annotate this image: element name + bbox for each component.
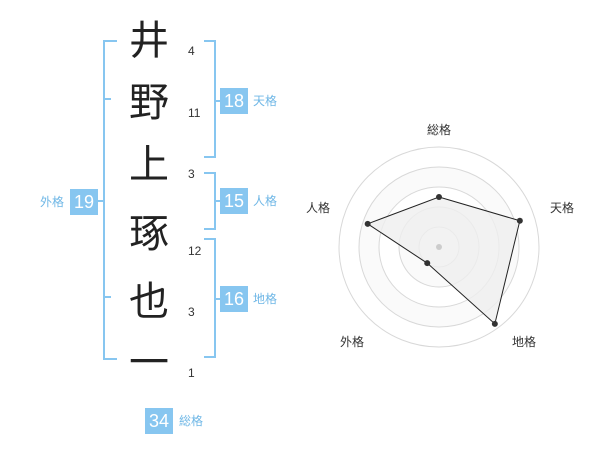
- radar-points: [364, 194, 523, 327]
- stroke-count-2: 11: [188, 106, 201, 120]
- tenkaku-connector: [216, 100, 220, 102]
- chikaku-bracket: [204, 238, 216, 358]
- radar-center-dot: [436, 244, 442, 250]
- stroke-count-6: 1: [188, 366, 195, 380]
- gaikaku-label: 外格: [40, 195, 65, 209]
- chikaku-connector: [216, 298, 220, 300]
- soukaku-value-badge: 34: [145, 408, 173, 434]
- stroke-count-5: 3: [188, 305, 195, 319]
- tenkaku-bracket: [204, 40, 216, 158]
- kanji-char-4: 琢: [129, 211, 169, 257]
- kanji-char-3: 上: [129, 142, 169, 188]
- soukaku-label: 総格: [179, 414, 204, 428]
- gaikaku-bracket-connector: [96, 200, 103, 202]
- tenkaku-value-badge: 18: [220, 88, 248, 114]
- kanji-char-5: 也: [129, 279, 169, 325]
- radar-axis-label-chikaku: 地格: [512, 334, 536, 349]
- radar-point-4: [424, 260, 431, 267]
- gaikaku-bracket-tick-1: [103, 98, 111, 100]
- kanji-char-1: 井: [129, 18, 169, 64]
- jinkaku-bracket: [204, 172, 216, 230]
- tenkaku-label: 天格: [253, 94, 278, 108]
- stroke-count-3: 3: [188, 167, 195, 181]
- gaikaku-bracket-tick-2: [103, 296, 111, 298]
- kanji-char-6: 一: [129, 340, 169, 386]
- stroke-count-1: 4: [188, 44, 195, 58]
- radar-point-1: [436, 194, 442, 200]
- radar-polygon: [366, 196, 521, 325]
- radar-axis-label-jinkaku: 人格: [306, 200, 330, 215]
- jinkaku-connector: [216, 200, 220, 202]
- chikaku-label: 地格: [253, 292, 278, 306]
- gaikaku-value-badge: 19: [70, 189, 98, 215]
- jinkaku-value-badge: 15: [220, 188, 248, 214]
- kanji-char-2: 野: [129, 80, 169, 126]
- chikaku-value-badge: 16: [220, 286, 248, 312]
- radar-point-5: [364, 220, 371, 227]
- radar-axis-label-tenkaku: 天格: [550, 200, 574, 215]
- gaikaku-bracket: [103, 40, 117, 360]
- radar-axis-label-gaikaku: 外格: [340, 334, 364, 349]
- radar-point-3: [491, 320, 498, 327]
- radar-point-2: [516, 217, 523, 224]
- jinkaku-label: 人格: [253, 194, 278, 208]
- stroke-count-4: 12: [188, 244, 202, 258]
- radar-axis-label-soukaku: 総格: [427, 122, 451, 137]
